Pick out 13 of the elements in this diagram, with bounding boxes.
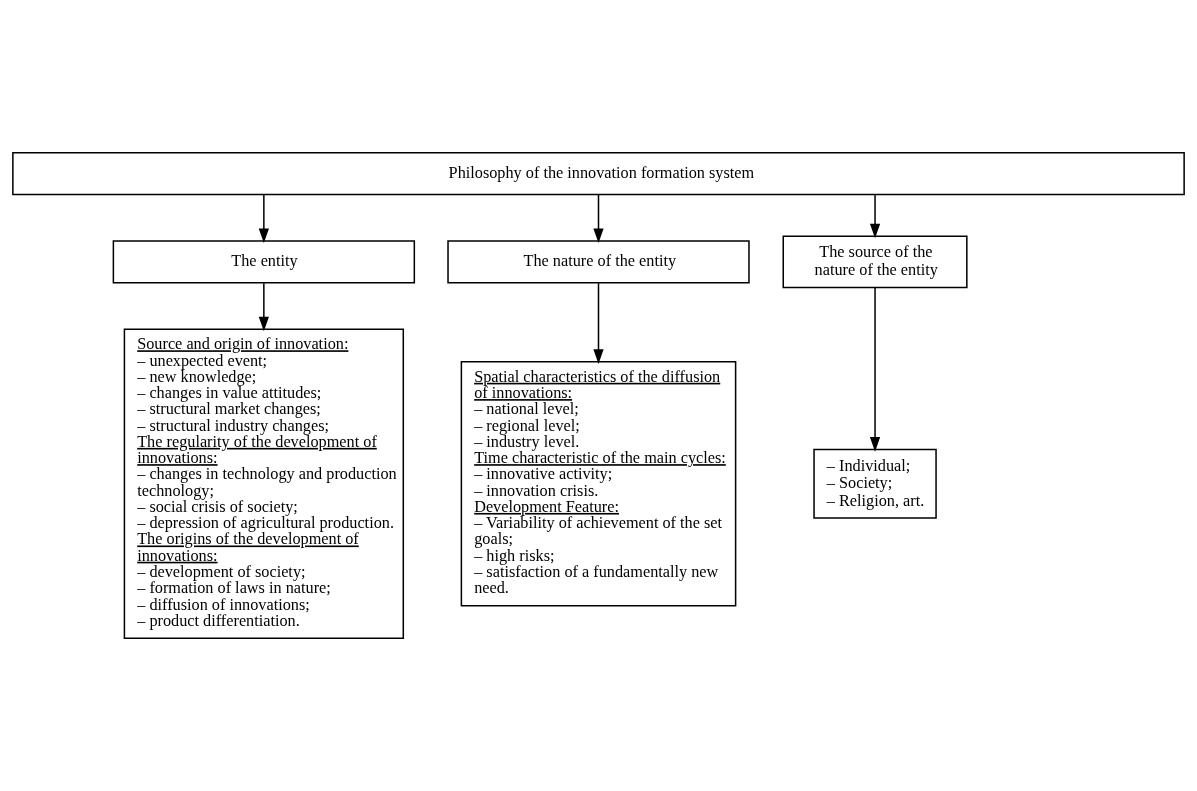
node-box: Philosophy of the innovation formation system <box>12 151 1185 196</box>
node-box: The entity <box>112 240 416 284</box>
arrow <box>593 282 604 364</box>
node-box: Spatial characteristics of the diffusion of innovations: – national level; – regional level; – industry level. Time characteristic of the main cycles: – innovative activity; – innovation crisis. Development Feature: – Variability of achievement of the set goals; – high risks; – satisfaction of a fundamentally new need. <box>460 361 737 607</box>
arrow <box>869 193 881 239</box>
arrow <box>593 193 604 244</box>
arrow <box>869 287 881 452</box>
node-box: The source of the nature of the entity <box>782 235 968 289</box>
arrow <box>258 282 269 332</box>
arrow <box>258 193 269 244</box>
node-box: Source and origin of innovation: – unexpected event; – new knowledge; – changes in value attitudes; – structural market changes; – structural industry changes; The regularity of the development of innovations: – changes in technology and production technology; – social crisis of society; – depression of agricultural production. The origins of the development of innovations: – development of society; – formation of laws in nature; – diffusion of innovations; – product differentiation. <box>123 328 405 640</box>
node-box: The nature of the entity <box>447 240 750 284</box>
node-box: – Individual; – Society; – Religion, art. <box>813 448 937 519</box>
